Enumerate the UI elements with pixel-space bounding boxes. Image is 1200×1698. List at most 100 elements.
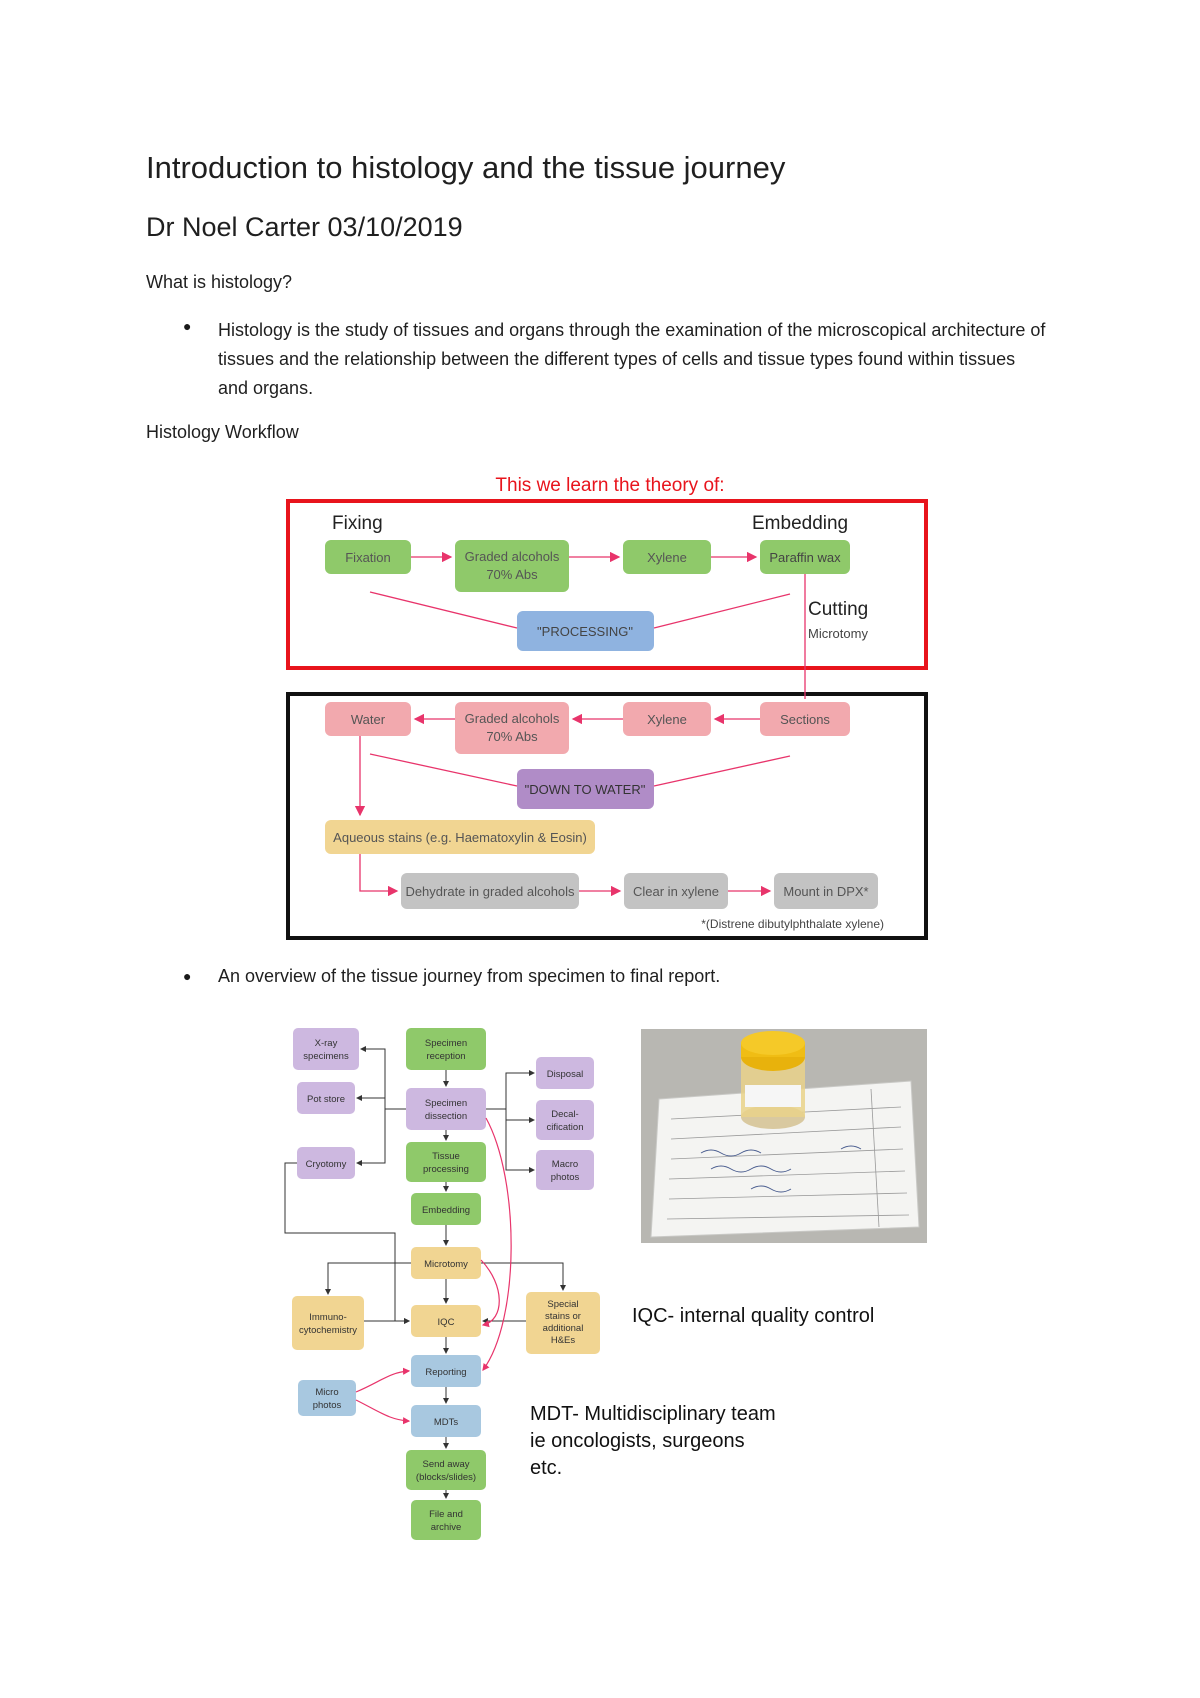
text-reporting: Reporting [425, 1367, 466, 1378]
text-processing-1: Tissue [432, 1151, 460, 1162]
iqc-note: IQC- internal quality control [632, 1305, 875, 1327]
text-micro-2: photos [313, 1400, 342, 1411]
connector-line [653, 593, 791, 629]
specimen-photo [641, 1029, 927, 1243]
text-down-to-water: "DOWN TO WATER" [525, 782, 646, 797]
text-graded-alcohols-2: Graded alcohols [465, 711, 560, 726]
box-water [325, 702, 411, 736]
text-special-3: additional [543, 1323, 584, 1334]
box-immunocytochemistry [292, 1296, 364, 1350]
text-file-2: archive [431, 1522, 462, 1533]
red-arrow [480, 1259, 500, 1328]
text-reception-1: Specimen [425, 1038, 467, 1049]
text-clear-in-xylene: Clear in xylene [633, 884, 719, 899]
text-mount-in-dpx: Mount in DPX* [783, 884, 868, 899]
text-immuno-1: Immuno- [309, 1312, 346, 1323]
text-micro-1: Micro [315, 1387, 338, 1398]
label-fixing: Fixing [332, 513, 383, 534]
text-macro-2: photos [551, 1172, 580, 1183]
label-microtomy: Microtomy [808, 626, 868, 641]
text-xray-1: X-ray [315, 1038, 338, 1049]
author-date: Dr Noel Carter 03/10/2019 [146, 212, 463, 242]
text-processing-2: processing [423, 1164, 469, 1175]
box-macro-photos [536, 1150, 594, 1190]
text-send-away-2: (blocks/slides) [416, 1472, 476, 1483]
theory-frame [286, 499, 928, 670]
text-decal-2: cification [547, 1122, 584, 1133]
text-fixation: Fixation [345, 550, 391, 565]
text-dehydrate: Dehydrate in graded alcohols [405, 884, 575, 899]
bullet-text-overview: An overview of the tissue journey from s… [218, 966, 721, 986]
box-graded-alcohols [455, 540, 569, 592]
box-reporting [411, 1355, 481, 1387]
box-tissue-processing [406, 1142, 486, 1182]
arrow [360, 1046, 406, 1110]
text-immuno-2: cytochemistry [299, 1325, 357, 1336]
diagram-header: This we learn the theory of: [495, 475, 724, 496]
histology-workflow-diagram: This we learn the theory of: Fixing Embe… [286, 475, 928, 940]
text-decal-1: Decal- [551, 1109, 578, 1120]
box-embedding [411, 1193, 481, 1225]
document-title: Introduction to histology and the tissue… [146, 150, 786, 185]
box-mount-in-dpx [774, 873, 878, 909]
text-disposal: Disposal [547, 1069, 583, 1080]
text-special-4: H&Es [551, 1335, 576, 1346]
bullet-marker: ● [183, 318, 192, 334]
text-processing: "PROCESSING" [537, 624, 633, 639]
question-heading: What is histology? [146, 272, 293, 292]
mdt-note-line1: MDT- Multidisciplinary team [530, 1403, 776, 1425]
connector-line [369, 753, 518, 787]
box-paraffin-wax [760, 540, 850, 574]
tissue-journey-diagram: X-ray specimens Pot store Cryotomy Speci… [284, 1028, 600, 1540]
workflow-heading: Histology Workflow [146, 422, 299, 442]
text-embedding: Embedding [422, 1205, 470, 1216]
label-cutting: Cutting [808, 599, 868, 620]
box-xray-specimens [293, 1028, 359, 1070]
text-footnote: *(Distrene dibutylphthalate xylene) [701, 917, 884, 931]
box-send-away [406, 1450, 486, 1490]
box-specimen-reception [406, 1028, 486, 1070]
text-xylene-2: Xylene [647, 712, 687, 727]
bullet-marker: ● [183, 968, 192, 984]
arrow [356, 1109, 386, 1166]
box-disposal [536, 1057, 594, 1089]
box-special-stains [526, 1292, 600, 1354]
bullet-text-definition: Histology is the study of tissues and or… [218, 320, 1046, 398]
box-specimen-dissection [406, 1088, 486, 1130]
box-microtomy [411, 1247, 481, 1279]
text-dissection-2: dissection [425, 1111, 467, 1122]
red-arrow [482, 1117, 512, 1371]
text-send-away-1: Send away [422, 1459, 469, 1470]
text-special-1: Special [547, 1299, 578, 1310]
connector-line [369, 591, 518, 629]
specimen-photo-illustration [641, 1029, 927, 1243]
text-water: Water [351, 712, 386, 727]
mdt-note-line2: ie oncologists, surgeons [530, 1430, 745, 1452]
red-arrow [355, 1367, 411, 1393]
practical-frame [286, 692, 928, 940]
box-decalcification [536, 1100, 594, 1140]
text-paraffin-wax: Paraffin wax [769, 550, 841, 565]
connector-line [653, 755, 791, 787]
red-arrow [355, 1399, 411, 1425]
label-embedding: Embedding [752, 513, 848, 534]
text-microtomy: Microtomy [424, 1259, 468, 1270]
mdt-note-line3: etc. [530, 1457, 563, 1479]
text-xylene: Xylene [647, 550, 687, 565]
box-pot-store [297, 1082, 355, 1114]
box-dehydrate [401, 873, 579, 909]
box-xylene [623, 540, 711, 574]
text-iqc: IQC [438, 1317, 455, 1328]
text-abs-2: 70% Abs [486, 729, 538, 744]
box-aqueous-stains [325, 820, 595, 854]
box-processing [517, 611, 654, 651]
arrow [325, 1262, 411, 1295]
arrow [359, 854, 399, 897]
text-macro-1: Macro [552, 1159, 578, 1170]
box-graded-alcohols-2 [455, 702, 569, 754]
text-special-2: stains or [545, 1311, 581, 1322]
text-reception-2: reception [426, 1051, 465, 1062]
arrow [505, 1109, 535, 1173]
arrow [486, 1070, 535, 1110]
text-pot-store: Pot store [307, 1094, 345, 1105]
